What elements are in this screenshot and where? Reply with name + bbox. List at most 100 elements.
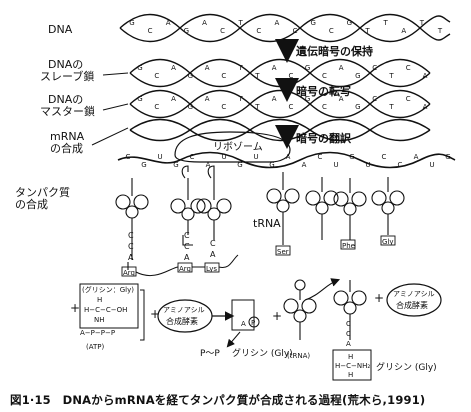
gly-nh: NH <box>94 316 105 324</box>
dna-row1-base-3: G <box>184 27 189 35</box>
amino-phe-label: Phe <box>342 242 355 250</box>
mrna-helix-row4 <box>129 118 431 142</box>
dna-row3-base-13: G <box>355 103 360 111</box>
mrna-base-18: A <box>414 153 419 161</box>
mrna-base-6: U <box>221 153 226 161</box>
trna-free-gly-2 <box>333 178 367 240</box>
dna-row1-base-13: T <box>364 27 370 35</box>
dna-row3-base-5: C <box>221 103 226 111</box>
glycine-label-2: グリシン (Gly) <box>376 361 437 373</box>
amino-arg-label: Arg <box>179 265 191 273</box>
enzyme2-line1: アミノアシル <box>393 290 435 298</box>
charged-h-top: H <box>348 353 353 361</box>
dna-row1-base-5: C <box>220 27 225 35</box>
complex-box <box>231 299 255 331</box>
cca-left-c1: C <box>128 231 134 240</box>
dna-row3-base-14: C <box>372 95 377 103</box>
gly-box-title: (グリシン：Gly) <box>82 285 134 294</box>
charged-hcnh2: H−C−NH₂ <box>335 362 370 370</box>
cca-mid-a: A <box>184 253 190 262</box>
complex-p-circle <box>248 316 260 328</box>
dna-row2-base-4: A <box>205 64 210 72</box>
dna-row2-base-14: C <box>372 64 377 72</box>
dna-row2-base-3: G <box>188 72 193 80</box>
dna-row2-base-13: G <box>355 72 360 80</box>
pointer-line-mrna <box>91 127 129 146</box>
gly-hcc: H−C−C−OH <box>84 306 127 314</box>
dna-row3-base-8: A <box>272 95 277 103</box>
mrna-base-0: C <box>126 153 131 161</box>
plus-sign-4: + <box>374 291 384 305</box>
mrna-base-10: A <box>286 153 291 161</box>
dna-row1-base-17: T <box>437 27 443 35</box>
dna-row1-base-10: G <box>310 19 315 27</box>
ribosome-shape <box>174 131 291 163</box>
label-dna-slave-1: DNAの <box>48 58 83 71</box>
dna-row1-base-16: T <box>419 19 425 27</box>
plus-sign-2: + <box>150 307 160 321</box>
trna-sub-label: (tRNA) <box>287 352 310 360</box>
pointer-line-slave <box>102 72 129 76</box>
ppi-label: P〜P <box>200 349 220 359</box>
mrna-base-12: C <box>318 153 323 161</box>
dna-row2-base-5: C <box>221 72 226 80</box>
mrna-base-14: G <box>349 153 354 161</box>
arrow-to-charged <box>304 278 341 301</box>
dna-row3-base-3: G <box>188 103 193 111</box>
amino-box-phe <box>340 239 356 250</box>
dna-row3-base-1: C <box>154 103 159 111</box>
atp-label: (ATP) <box>86 343 104 351</box>
mrna-base-1: G <box>141 161 146 169</box>
dna-row1-base-15: A <box>401 27 406 35</box>
dna-row3-base-6: T <box>237 95 243 103</box>
label-dna-master-1: DNAの <box>48 93 83 106</box>
dna-row3-base-11: C <box>322 103 327 111</box>
cca-left-c2: C <box>128 242 134 251</box>
figure-caption: 図1·15 DNAからmRNAを経てタンパク質が合成される過程(荒木ら,1991… <box>10 393 426 407</box>
peptide-chain <box>135 254 239 277</box>
glycine-structure-box <box>79 283 139 329</box>
mrna-base-13: U <box>333 161 338 169</box>
dna-row1-base-12: G <box>347 19 352 27</box>
trna-free-left <box>115 178 149 270</box>
mrna-base-16: C <box>382 153 387 161</box>
enzyme2-line2: 合成酵素 <box>396 300 428 310</box>
dna-row3-base-9: C <box>288 103 293 111</box>
dna-row2-base-10: G <box>305 64 310 72</box>
dna-row2-base-9: C <box>288 72 293 80</box>
dna-row1-base-0: G <box>129 19 134 27</box>
mrna-base-3: G <box>173 161 178 169</box>
plus-sign-1: + <box>70 301 80 315</box>
enzyme-2 <box>386 283 442 317</box>
mrna-base-20: G <box>445 153 450 161</box>
mrna-base-19: U <box>429 161 434 169</box>
gly-h-top: H <box>97 296 102 304</box>
dna-row1-base-8: A <box>275 19 280 27</box>
dna-row2-base-11: C <box>322 72 327 80</box>
mrna-base-17: C <box>398 161 403 169</box>
amino-box-gly <box>380 235 396 246</box>
enzyme1-line2: 合成酵素 <box>166 316 198 326</box>
dna-row2-base-8: A <box>272 64 277 72</box>
dna-row1-base-1: C <box>148 27 153 35</box>
dna-row3-base-7: T <box>254 103 260 111</box>
dna-helix-row1 <box>119 13 451 43</box>
reactant-bracket <box>140 289 145 341</box>
trna-bound-1 <box>170 165 206 246</box>
label-protein-1: タンパク質 <box>15 185 70 199</box>
label-dna: DNA <box>48 23 73 36</box>
trna-free-phe <box>305 177 339 240</box>
dna-row1-base-4: A <box>202 19 207 27</box>
dna-row2-base-6: T <box>237 64 243 72</box>
dna-row2-base-16: C <box>406 64 411 72</box>
cca-mid-c2: C <box>184 242 190 251</box>
dna-row1-base-2: A <box>166 19 171 27</box>
dna-row2-base-17: A <box>423 72 428 80</box>
dna-row1-base-6: T <box>238 19 244 27</box>
dna-row1-base-9: C <box>293 27 298 35</box>
label-dna-slave-2: スレーブ鎖 <box>40 69 94 83</box>
dna-row2-base-2: A <box>171 64 176 72</box>
